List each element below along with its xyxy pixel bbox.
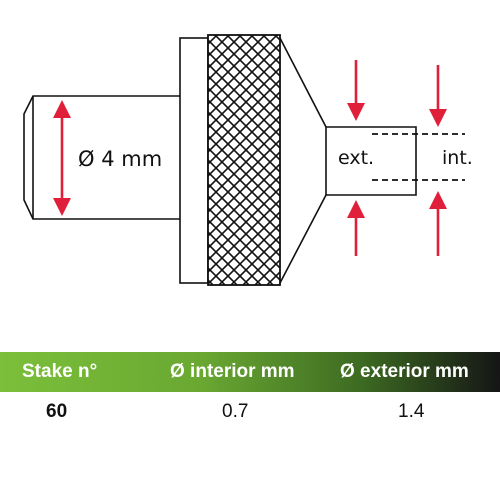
int-arrow-bottom	[429, 191, 447, 256]
cone-outline	[279, 37, 327, 284]
shaft-diameter-arrow	[53, 100, 71, 216]
cell-exterior-diameter: 1.4	[398, 401, 425, 422]
cell-interior-diameter: 0.7	[222, 401, 249, 422]
ext-arrow-bottom	[347, 200, 365, 256]
knurled-grip	[207, 34, 281, 286]
header-interior-diameter: Ø interior mm	[170, 361, 295, 382]
shaft-diameter-label: Ø 4 mm	[78, 147, 162, 171]
int-arrow-top	[429, 65, 447, 127]
table-row: 60 0.7 1.4	[0, 394, 500, 430]
ext-arrow-top	[347, 60, 365, 121]
stake-drawing: Ø 4 mm ext. int.	[23, 34, 473, 286]
cell-stake-number: 60	[46, 401, 68, 422]
tip-outline	[325, 126, 417, 196]
int-label: int.	[442, 147, 473, 169]
table-header: Stake n° Ø interior mm Ø exterior mm	[0, 352, 500, 392]
shaft-outline	[23, 95, 180, 220]
ext-label: ext.	[338, 147, 374, 169]
header-stake-number: Stake n°	[22, 361, 98, 382]
flange-body	[179, 37, 209, 284]
header-exterior-diameter: Ø exterior mm	[340, 361, 469, 382]
